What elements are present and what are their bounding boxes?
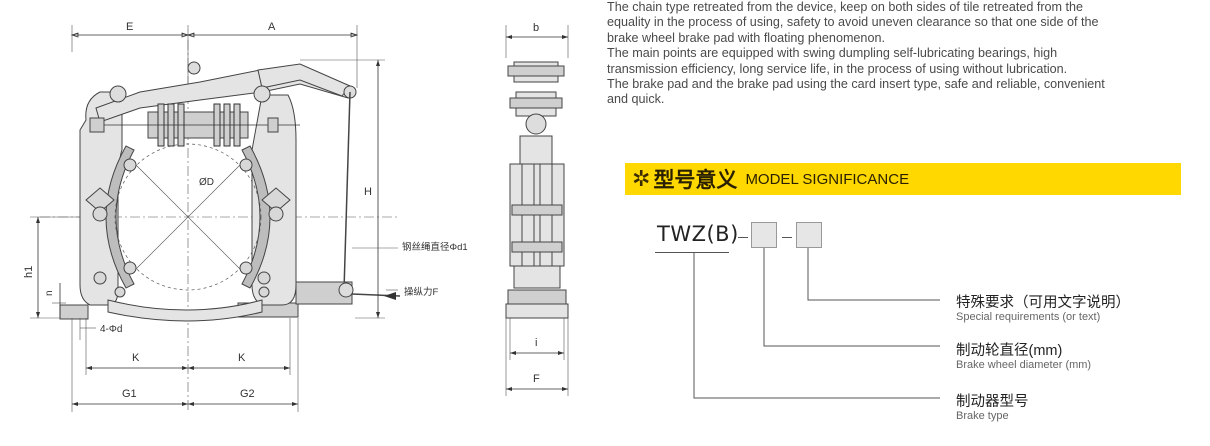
code-box-diameter	[751, 222, 777, 248]
dim-label-K-right: K	[238, 352, 246, 364]
dim-label-A: A	[268, 21, 276, 33]
dim-label-n: n	[44, 290, 55, 296]
legend-diameter-en: Brake wheel diameter (mm)	[956, 359, 1092, 371]
top-dimensions: E A	[70, 21, 359, 100]
dim-label-F: F	[533, 373, 540, 385]
annotation-labels: 钢丝绳直径Φd1 操纵力F	[352, 241, 468, 298]
product-description: The chain type retreated from the device…	[607, 0, 1197, 108]
description-line: equality in the process of using, safety…	[607, 15, 1099, 30]
dim-label-h1: h1	[23, 266, 35, 278]
dim-label-b: b	[533, 22, 539, 34]
dim-label-G2: G2	[240, 388, 255, 400]
description-line: The brake pad and the brake pad using th…	[607, 77, 1105, 92]
description-line: The main points are equipped with swing …	[607, 46, 1058, 61]
dim-label-E: E	[126, 21, 133, 33]
legend-type-en: Brake type	[956, 410, 1009, 422]
force-label: 操纵力F	[404, 286, 439, 298]
dash-separator	[782, 237, 792, 238]
code-box-special	[796, 222, 822, 248]
description-line: The chain type retreated from the device…	[607, 0, 1084, 14]
dash-separator	[738, 237, 748, 238]
description-line: brake wheel brake pad with floating phen…	[607, 30, 885, 45]
model-significance-banner: ✲ 型号意义 MODEL SIGNIFICANCE	[625, 163, 1181, 195]
dim-label-K-left: K	[132, 352, 140, 364]
brake-technical-drawing: E A ØD	[23, 21, 569, 412]
bottom-dimensions: 4-Φd K K G1 G2	[71, 318, 299, 412]
banner-title-en: MODEL SIGNIFICANCE	[745, 170, 910, 188]
dim-label-i: i	[535, 337, 537, 349]
description-line: and quick.	[607, 92, 665, 107]
dim-label-H: H	[364, 186, 372, 198]
height-dimension: H	[300, 59, 385, 319]
model-code: TWZ(B)	[657, 222, 739, 246]
description-line: transmission efficiency, long service li…	[607, 61, 1068, 76]
legend-special-cn: 特殊要求（可用文字说明）	[956, 295, 1130, 311]
holes-label: 4-Φd	[100, 324, 122, 335]
banner-title-cn: 型号意义	[653, 169, 738, 192]
legend-special-en: Special requirements (or text)	[956, 311, 1101, 323]
wire-rope-label: 钢丝绳直径Φd1	[402, 241, 468, 253]
side-view: b i F	[505, 22, 569, 396]
legend-diameter-cn: 制动轮直径(mm)	[956, 343, 1063, 359]
left-dimensions: h1 n	[23, 216, 80, 319]
legend-type-cn: 制动器型号	[956, 394, 1029, 410]
dim-label-D: ØD	[199, 177, 214, 188]
code-underline	[655, 252, 729, 253]
dim-label-G1: G1	[122, 388, 137, 400]
star-icon: ✲	[632, 166, 651, 191]
brake-frame: ØD	[59, 61, 401, 322]
